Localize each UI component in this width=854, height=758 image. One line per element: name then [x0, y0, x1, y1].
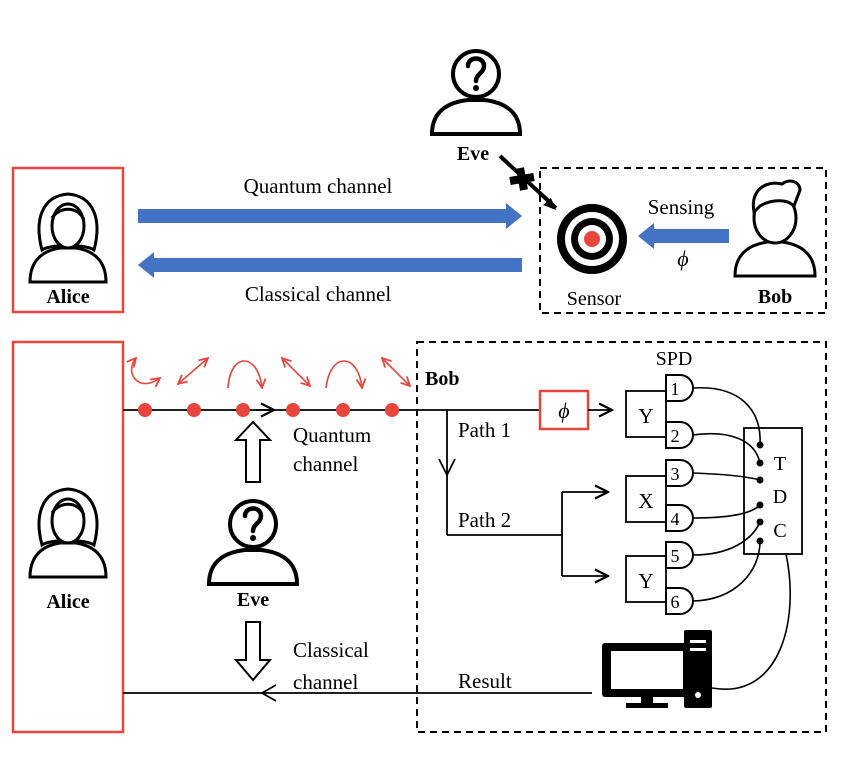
eve-intercept-arrow — [233, 420, 273, 483]
classical-channel-label-bottom-2: channel — [293, 670, 358, 694]
eve-icon-bottom — [209, 501, 297, 584]
detector-6: 6 — [665, 587, 694, 615]
bob-label-bottom: Bob — [425, 368, 459, 390]
svg-text:2: 2 — [671, 426, 680, 446]
sensing-arrowhead — [638, 223, 654, 249]
y-basis-box-bottom — [625, 555, 667, 603]
sensing-arrow — [652, 229, 729, 243]
y-basis-box-top — [625, 390, 667, 438]
phase-symbol-top: ϕ — [677, 246, 688, 271]
x-basis-box — [625, 475, 667, 523]
classical-channel-arrow-mark — [260, 684, 277, 702]
alice-icon-bottom — [28, 487, 108, 579]
quantum-channel-arrowhead — [506, 203, 522, 229]
y-basis-label-top: Y — [638, 404, 653, 428]
detector-cables — [692, 387, 792, 691]
sensing-label: Sensing — [648, 195, 715, 219]
svg-text:6: 6 — [671, 592, 680, 612]
spd-label: SPD — [656, 348, 693, 370]
alice-label-bottom: Alice — [46, 591, 89, 613]
photon-polarization-icons — [132, 358, 410, 388]
tdc-letter-t: T — [774, 453, 786, 475]
sensor-label: Sensor — [567, 288, 622, 310]
detector-1: 1 — [665, 374, 694, 402]
detector-4: 4 — [665, 504, 694, 532]
x-basis-label: X — [638, 489, 653, 513]
phase-symbol-bottom: ϕ — [558, 398, 569, 423]
classical-channel-arrow — [152, 258, 522, 272]
alice-box-top — [11, 166, 125, 314]
alice-box-bottom — [11, 340, 125, 734]
classical-channel-label-top: Classical channel — [245, 282, 392, 306]
classical-channel-label-bottom-1: Classical — [293, 638, 369, 662]
photon-dots — [138, 403, 399, 417]
y-basis-label-bottom: Y — [638, 569, 653, 593]
svg-text:1: 1 — [671, 379, 680, 399]
eve-attack-arrowhead — [543, 198, 556, 210]
path1-label: Path 1 — [458, 418, 511, 442]
tdc-letter-c: C — [773, 520, 786, 542]
eve-label-bottom: Eve — [237, 589, 269, 611]
result-label: Result — [458, 669, 512, 693]
svg-text:3: 3 — [671, 464, 680, 484]
quantum-channel-label-bottom-2: channel — [293, 452, 358, 476]
quantum-channel-arrow — [138, 209, 508, 223]
top-panel: Alice Quantum channel Classical channel … — [11, 51, 827, 314]
sensor-target-icon — [557, 204, 627, 274]
computer-icon — [602, 630, 712, 708]
quantum-channel-label-top: Quantum channel — [244, 174, 393, 198]
tdc-letter-d: D — [773, 486, 787, 508]
alice-label-top: Alice — [46, 286, 89, 308]
detector-3: 3 — [665, 459, 694, 487]
eve-label-top: Eve — [457, 143, 489, 165]
path2-label: Path 2 — [458, 508, 511, 532]
bob-measurement-box — [416, 341, 827, 733]
classical-channel-arrowhead — [138, 252, 154, 278]
svg-text:4: 4 — [671, 509, 680, 529]
phase-shifter-box — [538, 389, 590, 431]
quantum-channel-label-bottom-1: Quantum — [293, 423, 371, 447]
eve-icon-top — [432, 51, 520, 134]
bob-icon-top — [733, 179, 817, 278]
eve-classical-arrow — [233, 621, 273, 682]
detector-2: 2 — [665, 421, 694, 449]
detector-5: 5 — [665, 541, 694, 569]
alice-icon-top — [28, 192, 108, 284]
blocked-cross-icon — [509, 167, 535, 191]
bob-label-top: Bob — [758, 286, 792, 308]
bottom-panel: Alice Quantum channel Eve Classical chan… — [11, 340, 827, 734]
svg-text:5: 5 — [671, 546, 680, 566]
path1-down-arrow — [438, 458, 456, 478]
